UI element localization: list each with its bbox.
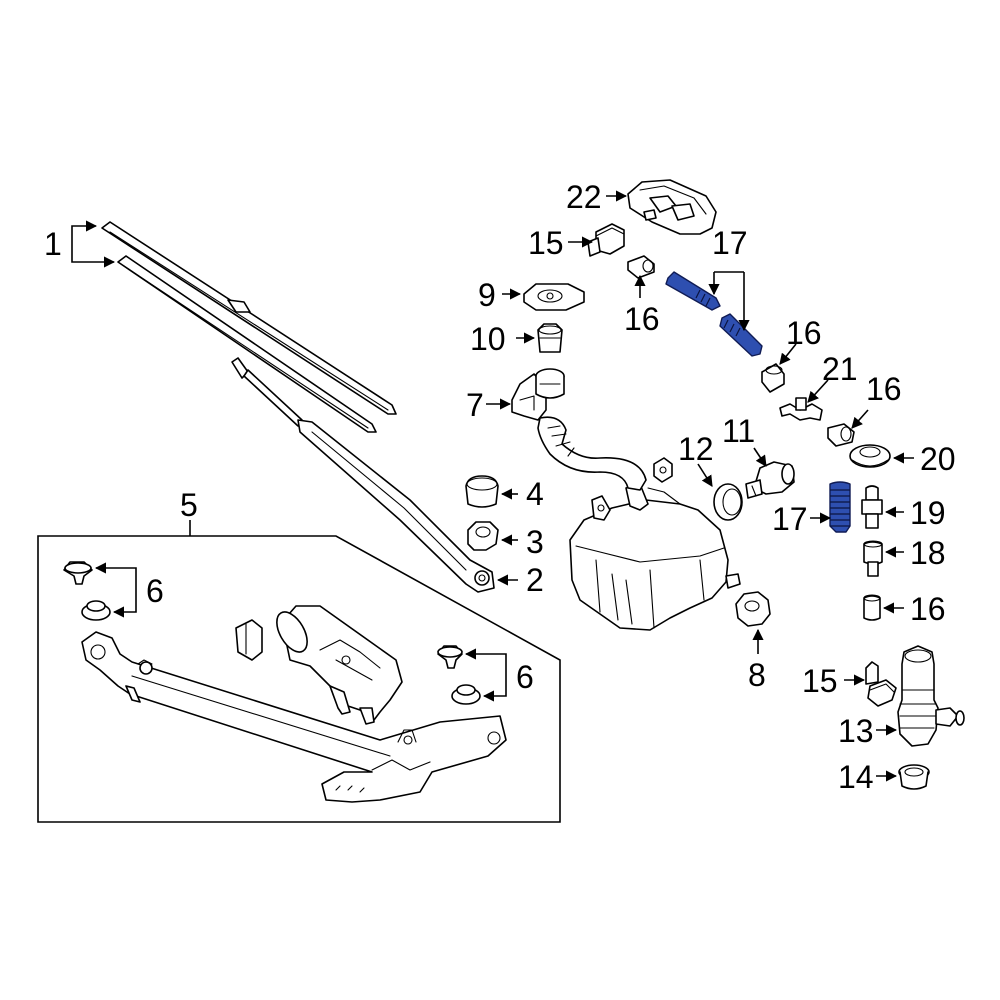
callout-15-lower: 15 [802, 663, 838, 699]
callout-18: 18 [910, 535, 946, 571]
grommet-part-20[interactable] [849, 444, 891, 468]
callout-6-left: 6 [146, 573, 164, 609]
callout-numbers: 1 2 3 4 5 6 6 7 8 9 10 11 12 13 14 15 15… [44, 179, 956, 795]
callout-16-a: 16 [624, 301, 660, 337]
nut-part-3[interactable] [467, 521, 499, 551]
callout-22: 22 [566, 179, 602, 215]
callout-20: 20 [920, 441, 956, 477]
wiper-arm-part-2[interactable] [231, 357, 495, 593]
washer-reservoir-part-7[interactable] [569, 457, 741, 631]
grommet-part-6-right[interactable] [437, 645, 481, 705]
callout-6-right: 6 [516, 659, 534, 695]
cap-part-4[interactable] [465, 475, 499, 508]
callout-19: 19 [910, 495, 946, 531]
callout-16-b: 16 [786, 315, 822, 351]
connector-part-16-d[interactable] [863, 594, 881, 621]
callout-21: 21 [822, 351, 858, 387]
callout-14: 14 [838, 759, 874, 795]
connector-part-15-upper[interactable] [587, 223, 625, 257]
linkage-group-box [37, 535, 561, 823]
nozzle-part-22[interactable] [627, 179, 717, 235]
callout-16-d: 16 [910, 591, 946, 627]
grommet-part-14[interactable] [898, 764, 930, 790]
callout-7: 7 [466, 387, 484, 423]
hose-part-17-b[interactable] [719, 313, 763, 357]
wiper-linkage-part-5[interactable] [81, 631, 507, 803]
connector-part-15-lower[interactable] [865, 661, 897, 707]
level-sensor-part-11[interactable] [745, 461, 795, 499]
callout-17-top: 17 [712, 225, 748, 261]
tee-connector-part-21[interactable] [779, 397, 823, 421]
connector-part-18[interactable] [863, 540, 883, 577]
callout-3: 3 [526, 524, 544, 560]
callout-10: 10 [470, 321, 506, 357]
callout-13: 13 [838, 713, 874, 749]
wiper-blade-part-1[interactable] [101, 221, 397, 433]
leader-lines [71, 190, 914, 782]
connector-part-16-c[interactable] [827, 423, 855, 447]
connector-part-16-a[interactable] [627, 255, 655, 279]
wiper-motor[interactable] [235, 605, 403, 725]
connector-part-16-b[interactable] [761, 363, 785, 393]
nut-part-8[interactable] [735, 591, 771, 627]
grommet-part-6-left[interactable] [63, 561, 111, 621]
callout-17-right: 17 [772, 501, 808, 537]
callout-1: 1 [44, 226, 62, 262]
cap-part-10[interactable] [537, 323, 563, 353]
callout-12: 12 [678, 431, 714, 467]
callout-16-c: 16 [866, 371, 902, 407]
filler-neck[interactable] [511, 368, 647, 491]
washer-pump-part-13[interactable] [897, 645, 965, 747]
callout-2: 2 [526, 562, 544, 598]
callout-4: 4 [526, 476, 544, 512]
check-valve-part-19[interactable] [861, 485, 883, 529]
callout-8: 8 [748, 657, 766, 693]
grommet-part-12[interactable] [713, 483, 743, 521]
callout-5: 5 [180, 487, 198, 523]
callout-15-upper: 15 [528, 225, 564, 261]
hose-part-17-a[interactable] [665, 271, 721, 311]
callout-9: 9 [478, 277, 496, 313]
callout-11: 11 [722, 413, 755, 449]
hose-part-17-c[interactable] [829, 481, 851, 533]
seal-part-9[interactable] [523, 283, 585, 311]
